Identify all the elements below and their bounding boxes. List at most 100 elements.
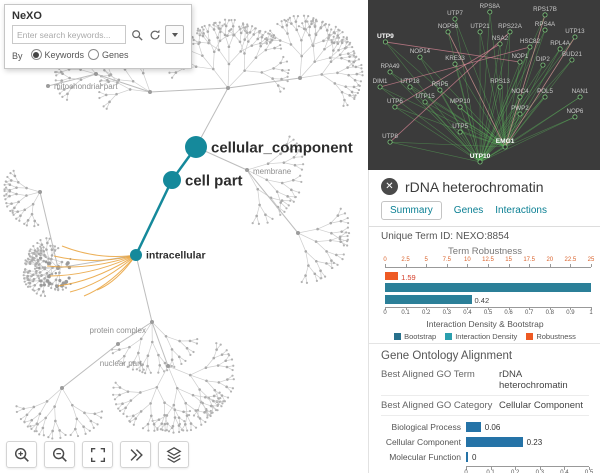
term-label[interactable]: protein complex: [90, 326, 146, 335]
gene-node-label[interactable]: RPS13: [490, 78, 510, 85]
gene-node[interactable]: [507, 29, 513, 35]
gene-node[interactable]: [540, 62, 546, 68]
term-node-label[interactable]: cellular_component: [211, 139, 353, 156]
radio-keywords[interactable]: Keywords: [30, 49, 84, 60]
gene-node-label[interactable]: UTP8: [382, 133, 398, 140]
gene-node[interactable]: [517, 111, 523, 117]
gene-node-label[interactable]: KRE33: [445, 55, 465, 62]
gene-node-label[interactable]: UTP10: [470, 153, 491, 160]
zoom-in-button[interactable]: [6, 441, 37, 468]
radio-genes[interactable]: Genes: [88, 49, 129, 60]
gene-node[interactable]: [452, 61, 458, 67]
gene-node[interactable]: [497, 41, 503, 47]
gene-node[interactable]: [457, 129, 463, 135]
gene-node-label[interactable]: RPS17B: [533, 6, 557, 13]
gene-node[interactable]: [487, 9, 493, 15]
gene-node[interactable]: [569, 57, 575, 63]
gene-node[interactable]: [517, 59, 523, 65]
gene-node-label[interactable]: MPP10: [450, 98, 471, 105]
gene-node[interactable]: [542, 12, 548, 18]
gene-node[interactable]: [577, 94, 583, 100]
gene-node[interactable]: [437, 87, 443, 93]
term-node[interactable]: [163, 171, 181, 189]
gene-node-label[interactable]: UTP15: [415, 93, 435, 100]
gene-node-label[interactable]: NSA2: [492, 35, 509, 42]
gene-node-label[interactable]: UTP9: [377, 33, 394, 40]
gene-node[interactable]: [422, 99, 428, 105]
term-node[interactable]: [185, 136, 207, 158]
tab-genes[interactable]: Genes: [453, 205, 484, 216]
gene-node-label[interactable]: RPA49: [380, 63, 400, 70]
gene-node[interactable]: [572, 114, 578, 120]
search-icon[interactable]: [129, 27, 144, 42]
search-input[interactable]: [12, 25, 126, 44]
top-axis-tick-label: 12.5: [482, 257, 494, 263]
term-node[interactable]: [130, 249, 142, 261]
gene-node-label[interactable]: NOP14: [410, 48, 431, 55]
gene-node-label[interactable]: NOC4: [511, 88, 529, 95]
gene-node[interactable]: [502, 144, 508, 150]
term-node-label[interactable]: cell part: [185, 172, 243, 189]
gene-node-label[interactable]: RRP5: [432, 81, 449, 88]
gene-node[interactable]: [417, 54, 423, 60]
gene-node-label[interactable]: UTP6: [387, 98, 403, 105]
gene-node-label[interactable]: UTP5: [452, 123, 468, 130]
gene-node[interactable]: [572, 34, 578, 40]
gene-node[interactable]: [387, 69, 393, 75]
gene-node-label[interactable]: RPS22A: [498, 23, 523, 30]
gene-node[interactable]: [452, 16, 458, 22]
gene-node-label[interactable]: UTP13: [565, 28, 585, 35]
gene-node[interactable]: [542, 94, 548, 100]
gene-network-canvas[interactable]: UTP9 UTP7 RPS8A RPS17B NOP56 UTP21 RPS22A RPS4A…: [368, 0, 600, 170]
gene-node[interactable]: [477, 159, 483, 165]
gene-node[interactable]: [387, 139, 393, 145]
gene-node[interactable]: [445, 29, 451, 35]
radio-dot[interactable]: [30, 49, 42, 60]
gene-node-label[interactable]: EMG1: [496, 138, 515, 145]
expand-all-button[interactable]: [120, 441, 151, 468]
gene-node-label[interactable]: RPS8A: [480, 3, 501, 10]
zoom-fit-button[interactable]: [82, 441, 113, 468]
gene-node[interactable]: [557, 46, 563, 52]
gene-node-label[interactable]: UTP18: [400, 78, 420, 85]
tab-interactions[interactable]: Interactions: [495, 205, 547, 216]
zoom-out-button[interactable]: [44, 441, 75, 468]
bottom-axis-tick: [385, 307, 386, 310]
layers-button[interactable]: [158, 441, 189, 468]
gene-node-label[interactable]: NAN1: [572, 88, 589, 95]
gene-node-label[interactable]: DIP2: [536, 56, 550, 63]
gene-node[interactable]: [377, 84, 383, 90]
reset-search-icon[interactable]: [147, 27, 162, 42]
gene-node-label[interactable]: RPS4A: [535, 21, 556, 28]
gene-node[interactable]: [457, 104, 463, 110]
term-node-label[interactable]: intracellular: [146, 250, 206, 262]
gene-node[interactable]: [497, 84, 503, 90]
gene-node-label[interactable]: POL5: [537, 88, 553, 95]
go-axis-tick-label: 0.4: [560, 469, 569, 473]
gene-node-label[interactable]: RPL4A: [550, 40, 570, 47]
gene-node[interactable]: [382, 39, 388, 45]
gene-node[interactable]: [407, 84, 413, 90]
gene-node-label[interactable]: BUD21: [562, 51, 583, 58]
gene-node-label[interactable]: NOP1: [512, 53, 529, 60]
gene-node[interactable]: [542, 27, 548, 33]
gene-node[interactable]: [477, 29, 483, 35]
gene-node-label[interactable]: HSC82: [520, 38, 541, 45]
gene-node[interactable]: [517, 94, 523, 100]
gene-node-label[interactable]: NOP6: [567, 108, 584, 115]
gene-node-label[interactable]: NOP56: [438, 23, 459, 30]
gene-node[interactable]: [527, 44, 533, 50]
radio-dot[interactable]: [88, 49, 100, 60]
term-label[interactable]: membrane: [253, 167, 292, 176]
gene-node-label[interactable]: PWP2: [511, 105, 529, 112]
tab-summary[interactable]: Summary: [381, 201, 442, 220]
term-label[interactable]: mitochondrial part: [54, 82, 118, 91]
gene-node[interactable]: [392, 104, 398, 110]
term-label[interactable]: nuclear part: [100, 359, 143, 368]
close-icon[interactable]: ✕: [381, 178, 398, 195]
gene-node-label[interactable]: UTP21: [470, 23, 490, 30]
search-options-button[interactable]: [165, 25, 184, 44]
gene-node-label[interactable]: DIM1: [373, 78, 388, 85]
gene-node-label[interactable]: UTP7: [447, 10, 463, 17]
